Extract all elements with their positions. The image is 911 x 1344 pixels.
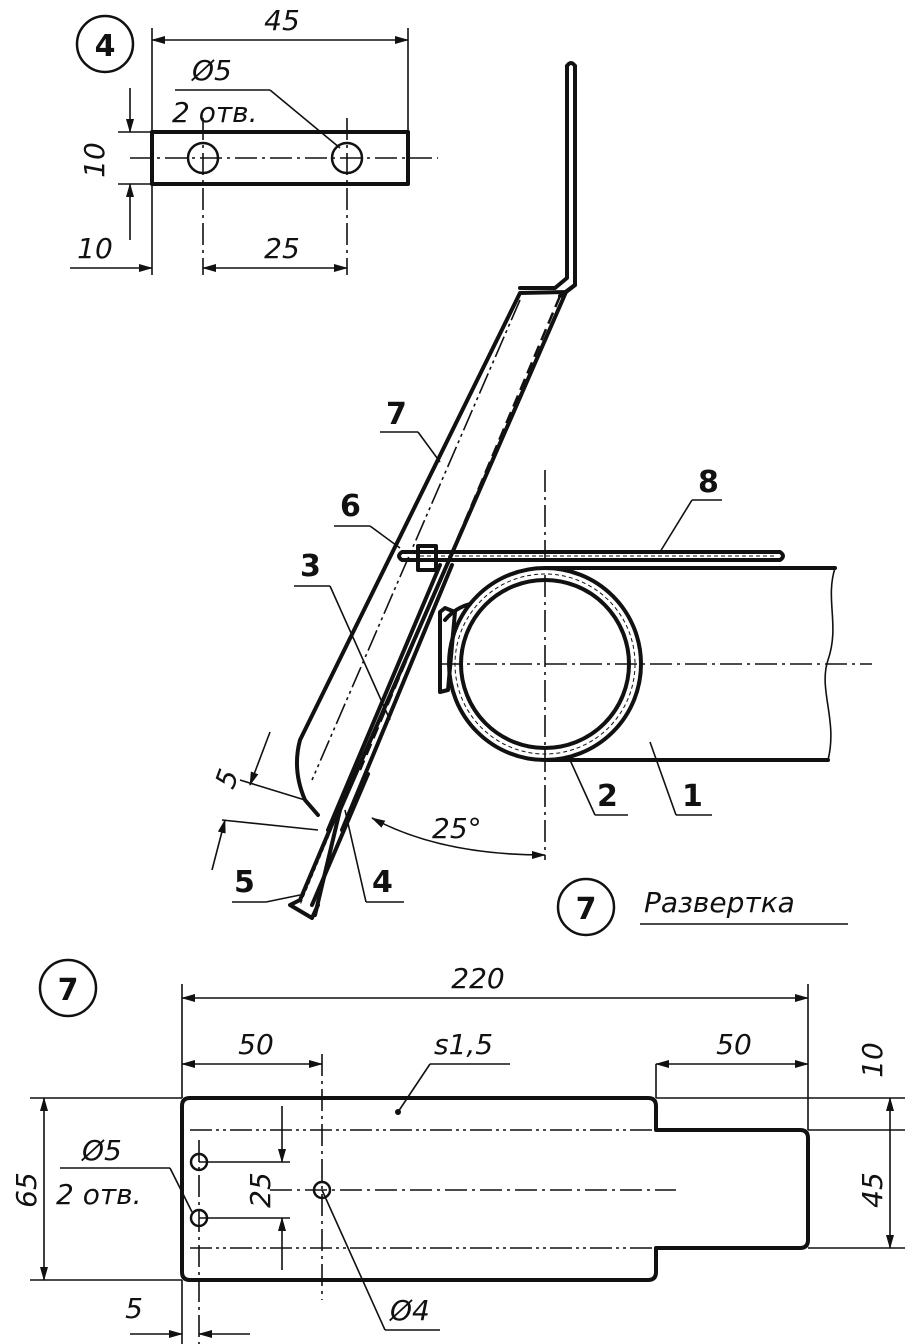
callout-3: 3 bbox=[300, 549, 321, 584]
part4-dim-edge: 10 bbox=[77, 232, 113, 265]
rod bbox=[397, 550, 785, 562]
part7-dim-hole-spacing: 25 bbox=[244, 1172, 277, 1208]
part7-number-circle bbox=[38, 958, 98, 1018]
callout-6: 6 bbox=[340, 489, 361, 524]
callout-2: 2 bbox=[597, 779, 618, 814]
part4-dim-width: 10 bbox=[78, 142, 111, 178]
part7-dim-total: 220 bbox=[451, 962, 504, 995]
part7-hole-center-dia: Ø4 bbox=[389, 1294, 430, 1327]
part7-dim-edge: 5 bbox=[125, 1292, 143, 1325]
part4-number: 4 bbox=[95, 29, 116, 64]
part7-center-hole bbox=[312, 1180, 332, 1200]
part7-outline bbox=[180, 1096, 810, 1282]
part4-hole bbox=[330, 141, 364, 175]
assembly-dim-offset: 5 bbox=[209, 765, 246, 793]
tube-inner bbox=[459, 578, 631, 750]
view-ref-number: 7 bbox=[576, 892, 597, 927]
part4-hole-count: 2 отв. bbox=[172, 96, 258, 129]
callout-5: 5 bbox=[234, 865, 255, 900]
part7-dim-right: 50 bbox=[716, 1028, 752, 1061]
part7-hole-dia: Ø5 bbox=[81, 1134, 122, 1167]
part7-flat-pattern: 7 220 50 50 s1,5 10 45 bbox=[10, 958, 905, 1344]
assembly-view: 5 25° 7 6 3 8 2 1 5 4 7 Развертка bbox=[209, 61, 872, 937]
part4-dim-length: 45 bbox=[264, 4, 300, 37]
part4-detail: 4 45 Ø5 2 отв. 10 10 25 bbox=[70, 4, 438, 275]
callout-8: 8 bbox=[698, 465, 719, 500]
part4-hole-dia: Ø5 bbox=[191, 54, 232, 87]
view-caption: Развертка bbox=[644, 886, 795, 919]
part4-number-circle bbox=[75, 14, 135, 74]
part7-dim-left: 50 bbox=[238, 1028, 274, 1061]
part7-hole-count: 2 отв. bbox=[56, 1178, 142, 1211]
callout-7: 7 bbox=[386, 397, 407, 432]
view-ref-circle bbox=[556, 877, 616, 937]
assembly-angle: 25° bbox=[432, 812, 482, 845]
clamp bbox=[443, 602, 472, 622]
part7-dim-height: 65 bbox=[10, 1172, 43, 1208]
part7-dim-top: 10 bbox=[856, 1042, 889, 1078]
bracket bbox=[294, 64, 577, 817]
part7-thickness: s1,5 bbox=[434, 1028, 493, 1061]
part4-hole bbox=[186, 141, 220, 175]
part7-dim-tab: 45 bbox=[856, 1172, 889, 1208]
callout-4: 4 bbox=[372, 865, 393, 900]
part4-dim-spacing: 25 bbox=[264, 232, 300, 265]
callout-1: 1 bbox=[682, 779, 703, 814]
part7-number: 7 bbox=[58, 973, 79, 1008]
